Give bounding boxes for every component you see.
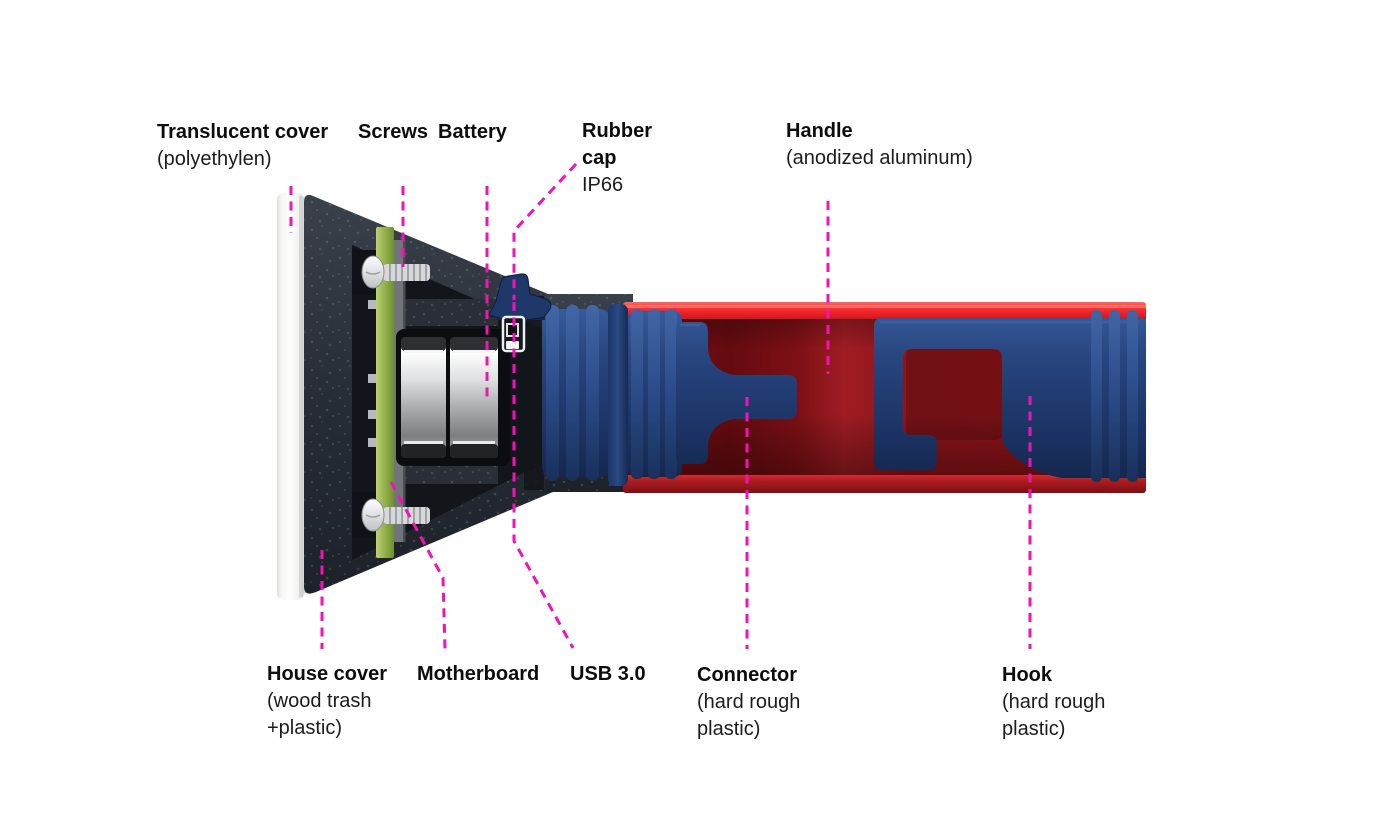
label-rubber-cap-title: Rubber cap	[582, 120, 652, 169]
label-rubber-cap: Rubber cap IP66	[582, 118, 678, 199]
label-connector: Connector (hard rough plastic)	[697, 662, 800, 743]
label-handle-title: Handle	[786, 120, 853, 142]
battery-part	[396, 329, 510, 466]
battery-cell-left	[401, 337, 446, 458]
screw-top	[361, 255, 430, 289]
leader-usb	[512, 302, 575, 649]
label-connector-sub1: (hard rough	[697, 691, 801, 713]
label-motherboard-title: Motherboard	[417, 663, 540, 685]
label-connector-title: Connector	[697, 664, 797, 686]
battery-cell-right	[450, 337, 498, 458]
label-hook-sub2: plastic)	[1002, 718, 1066, 740]
label-screws: Screws	[358, 119, 428, 146]
screw-bottom	[361, 498, 430, 532]
label-house-cover-sub1: (wood trash	[267, 690, 372, 712]
label-hook: Hook (hard rough plastic)	[1002, 662, 1105, 743]
label-motherboard: Motherboard	[417, 661, 539, 688]
label-usb: USB 3.0	[570, 661, 646, 688]
leader-lines	[289, 162, 1032, 650]
leader-motherboard	[389, 481, 447, 650]
label-hook-sub1: (hard rough	[1002, 691, 1106, 713]
label-handle-sub: (anodized aluminum)	[786, 147, 973, 169]
label-house-cover: House cover (wood trash +plastic)	[267, 661, 387, 742]
label-handle: Handle (anodized aluminum)	[786, 118, 973, 172]
label-house-cover-title: House cover	[267, 663, 388, 685]
label-translucent-cover: Translucent cover (polyethylen)	[157, 119, 328, 173]
label-translucent-cover-sub: (polyethylen)	[157, 148, 272, 170]
screw-parts	[361, 255, 430, 532]
label-usb-title: USB 3.0	[570, 663, 646, 685]
label-rubber-cap-sub: IP66	[582, 174, 624, 196]
label-house-cover-sub2: +plastic)	[267, 717, 343, 739]
label-hook-title: Hook	[1002, 664, 1052, 686]
label-connector-sub2: plastic)	[697, 718, 761, 740]
label-battery-title: Battery	[438, 121, 507, 143]
grip-cuff-parts	[542, 304, 682, 486]
connector-part	[676, 322, 797, 464]
hook-part	[874, 310, 1146, 482]
label-battery: Battery	[438, 119, 507, 146]
label-translucent-cover-title: Translucent cover	[157, 121, 329, 143]
label-screws-title: Screws	[358, 121, 429, 143]
